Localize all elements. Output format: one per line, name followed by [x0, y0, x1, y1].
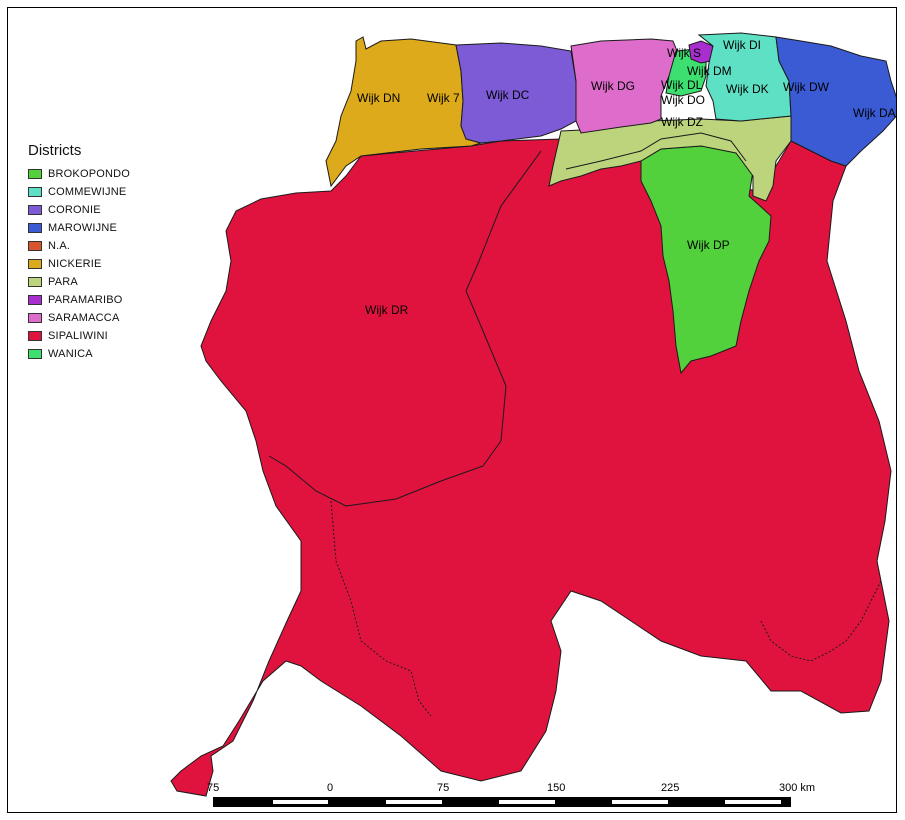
- region-sipaliwini: [170, 138, 892, 797]
- legend-swatch: [28, 205, 42, 215]
- label-wijk-dl: Wijk DL: [661, 78, 703, 92]
- region-saramacca: [570, 38, 682, 134]
- legend-swatch: [28, 223, 42, 233]
- legend-item-brokopondo: BROKOPONDO: [28, 165, 130, 183]
- scale-tick-6: 300 km: [779, 782, 815, 794]
- legend-label: SARAMACCA: [48, 312, 120, 324]
- label-wijk-da: Wijk DA: [853, 106, 896, 120]
- legend-title: Districts: [28, 142, 82, 159]
- legend-label: COMMEWIJNE: [48, 186, 127, 198]
- legend-label: BROKOPONDO: [48, 168, 131, 180]
- legend-swatch: [28, 277, 42, 287]
- region-marowijne: [775, 36, 896, 167]
- legend-item-sipaliwini: SIPALIWINI: [28, 327, 130, 345]
- scale-tick-3: 75: [437, 782, 449, 794]
- legend-item-commewijne: COMMEWIJNE: [28, 183, 130, 201]
- legend-item-marowijne: MAROWIJNE: [28, 219, 130, 237]
- legend-swatch: [28, 187, 42, 197]
- scale-tick-4: 150: [547, 782, 565, 794]
- legend-swatch: [28, 169, 42, 179]
- border-south-1: [330, 500, 432, 717]
- scale-tick-2: 0: [327, 782, 333, 794]
- map-frame: Wijk DN Wijk 7 Wijk DC Wijk DG Wijk S Wi…: [7, 7, 897, 813]
- label-wijk-di: Wijk DI: [723, 38, 761, 52]
- legend-label: WANICA: [48, 348, 93, 360]
- scale-tick-1: 75: [207, 782, 219, 794]
- label-wijk-dw: Wijk DW: [783, 80, 830, 94]
- legend-label: PARA: [48, 276, 78, 288]
- label-wijk-s: Wijk S: [667, 46, 701, 60]
- label-wijk-dp: Wijk DP: [687, 238, 730, 252]
- label-wijk-dz: Wijk DZ: [661, 115, 703, 129]
- label-wijk-do: Wijk DO: [661, 93, 705, 107]
- label-wijk-dk: Wijk DK: [726, 82, 769, 96]
- legend-item-wanica: WANICA: [28, 345, 130, 363]
- scale-tick-5: 225: [661, 782, 679, 794]
- legend-items: BROKOPONDO COMMEWIJNE CORONIE MAROWIJNE …: [28, 165, 130, 363]
- label-wijk-dm: Wijk DM: [687, 64, 732, 78]
- label-wijk-dg: Wijk DG: [591, 79, 635, 93]
- legend-swatch: [28, 349, 42, 359]
- legend-label: CORONIE: [48, 204, 101, 216]
- legend-label: N.A.: [48, 240, 71, 252]
- legend-label: SIPALIWINI: [48, 330, 108, 342]
- legend-swatch: [28, 295, 42, 305]
- legend: Districts BROKOPONDO COMMEWIJNE CORONIE …: [28, 142, 130, 363]
- district-map: Wijk DN Wijk 7 Wijk DC Wijk DG Wijk S Wi…: [170, 32, 896, 807]
- legend-swatch: [28, 259, 42, 269]
- label-wijk-dn: Wijk DN: [357, 91, 400, 105]
- scale-bar: 75 0 75 150 225 300 km: [207, 782, 815, 807]
- legend-item-na: N.A.: [28, 237, 130, 255]
- legend-item-coronie: CORONIE: [28, 201, 130, 219]
- legend-item-nickerie: NICKERIE: [28, 255, 130, 273]
- border-south-2: [760, 580, 882, 662]
- legend-item-paramaribo: PARAMARIBO: [28, 291, 130, 309]
- legend-label: NICKERIE: [48, 258, 102, 270]
- legend-swatch: [28, 331, 42, 341]
- border-para-inner: [565, 132, 747, 170]
- border-dr: [268, 150, 542, 507]
- legend-label: MAROWIJNE: [48, 222, 118, 234]
- label-wijk-dc: Wijk DC: [486, 88, 530, 102]
- label-wijk-7: Wijk 7: [427, 91, 460, 105]
- legend-label: PARAMARIBO: [48, 294, 123, 306]
- region-nickerie: [325, 36, 483, 188]
- legend-swatch: [28, 241, 42, 251]
- legend-item-para: PARA: [28, 273, 130, 291]
- legend-swatch: [28, 313, 42, 323]
- label-wijk-dr: Wijk DR: [365, 303, 409, 317]
- region-coronie: [455, 42, 577, 144]
- legend-item-saramacca: SARAMACCA: [28, 309, 130, 327]
